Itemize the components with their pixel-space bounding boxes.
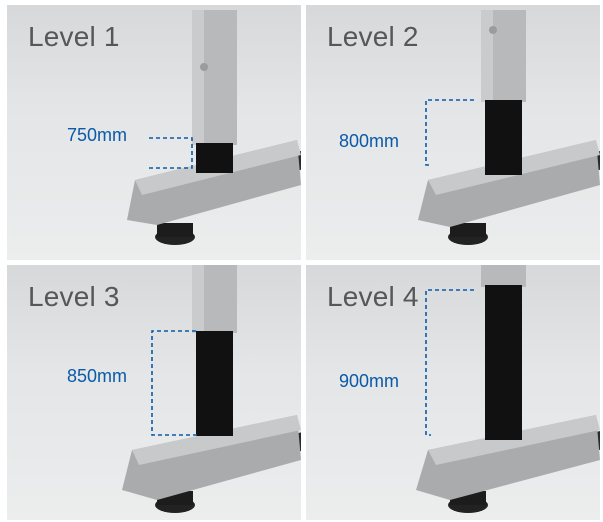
desk-leg-illustration [122, 265, 301, 513]
level-title: Level 2 [327, 21, 419, 52]
level-panel-3: Level 3 850mm [7, 265, 301, 520]
height-label: 900mm [339, 371, 400, 391]
level-title: Level 1 [28, 21, 120, 52]
level-panel-2: Level 2 800mm [306, 5, 600, 260]
height-label: 750mm [67, 125, 128, 145]
desk-leg-illustration [127, 10, 301, 245]
desk-leg-illustration [416, 265, 600, 513]
level-title: Level 3 [28, 281, 120, 312]
height-label: 800mm [339, 131, 400, 151]
desk-leg-illustration [418, 10, 600, 245]
level-panel-4: Level 4 900mm [306, 265, 600, 520]
level-panel-1: Level 1 750mm [7, 5, 301, 260]
height-levels-grid: Level 1 750mm Level 2 800mm [7, 5, 602, 521]
height-label: 850mm [67, 366, 128, 386]
level-title: Level 4 [327, 281, 419, 312]
